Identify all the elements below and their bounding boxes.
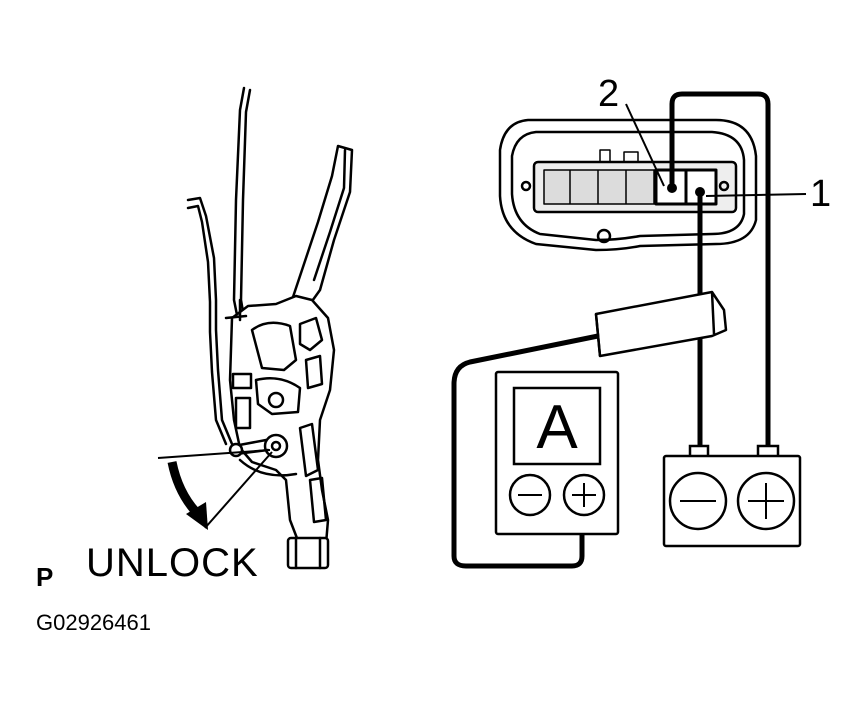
lead-ammeter (451, 333, 599, 569)
ammeter-display (512, 386, 602, 466)
lock-connector (286, 536, 330, 570)
lock-lever-arm (286, 144, 354, 320)
door-lock-assembly (186, 86, 354, 570)
battery (662, 444, 802, 548)
lead-battery-positive (669, 91, 771, 452)
figure-id: G02926461 (36, 610, 151, 635)
curved-arrow-icon (167, 461, 200, 516)
leader-terminal-2 (625, 103, 665, 187)
link-wire (186, 196, 234, 446)
lock-rod (232, 86, 246, 322)
terminal-1-label: 1 (810, 173, 831, 215)
leader-terminal-1 (705, 193, 807, 197)
unlock-label: UNLOCK (86, 541, 259, 585)
lock-body (228, 294, 336, 548)
lead-clip (594, 290, 728, 358)
ammeter-label: A (536, 393, 578, 462)
ammeter (494, 370, 620, 536)
unlock-rotation-arrow (157, 449, 273, 530)
test-leads (451, 91, 771, 569)
terminal-2-label: 2 (598, 73, 619, 115)
view-label: P (36, 562, 53, 592)
door-connector (498, 118, 758, 252)
pivot-knob (263, 433, 289, 459)
